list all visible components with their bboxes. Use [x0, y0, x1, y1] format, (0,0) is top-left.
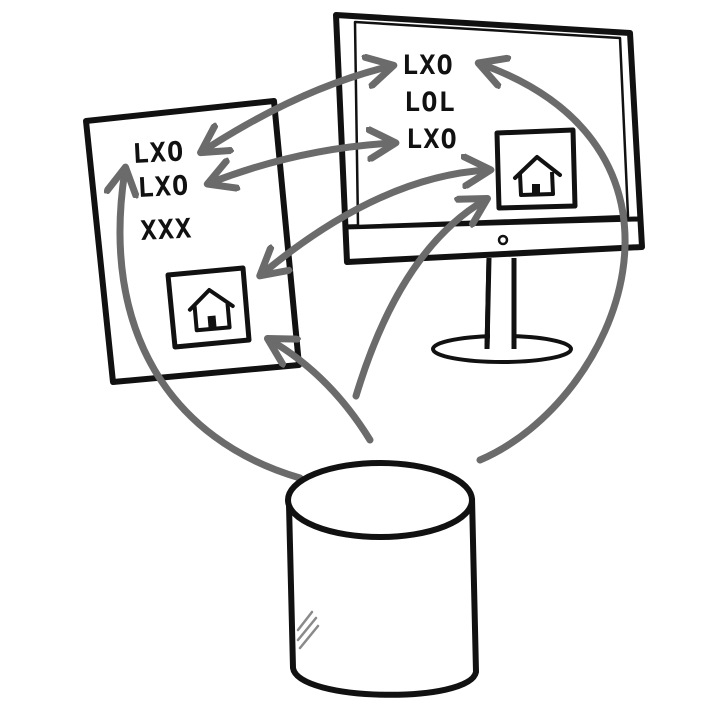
db-arrow-to-document-text — [120, 170, 304, 482]
document-line-2: LXO — [137, 170, 190, 204]
database-top — [285, 460, 475, 540]
house-icon — [513, 155, 562, 197]
database-cylinder-icon — [285, 460, 479, 698]
sync-arrow-image — [262, 170, 488, 274]
monitor: LXO LOL LXO — [333, 12, 645, 364]
monitor-line-1: LXO — [402, 50, 454, 81]
monitor-image — [494, 127, 578, 211]
sync-arrows — [203, 66, 488, 274]
monitor-line-2: LOL — [404, 87, 456, 118]
database-arrows — [120, 64, 629, 482]
house-icon — [187, 287, 235, 333]
db-arrow-to-monitor-text — [480, 64, 629, 464]
document-image — [165, 265, 252, 350]
db-arrow-to-monitor-image — [352, 200, 485, 400]
monitor-line-3: LXO — [406, 124, 458, 155]
monitor-screen — [353, 20, 630, 228]
document-line-3: XXX — [140, 213, 193, 247]
monitor-power-button — [497, 234, 509, 246]
document-line-1: LXO — [132, 136, 185, 170]
db-arrow-to-document-image — [270, 340, 374, 444]
database-shine — [296, 610, 320, 650]
